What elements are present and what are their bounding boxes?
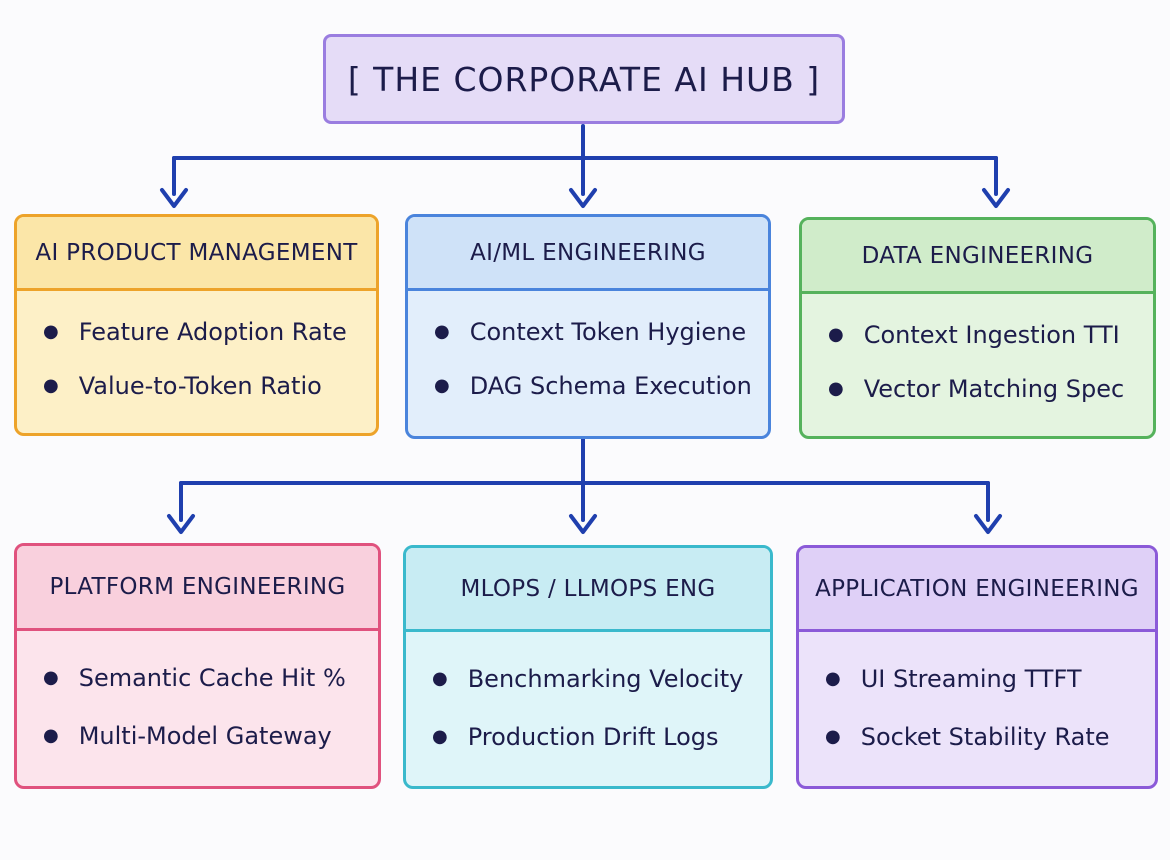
bullet-icon: ●	[825, 668, 841, 689]
list-item-text: Vector Matching Spec	[863, 375, 1125, 403]
list-item: ● UI Streaming TTFT	[825, 650, 1139, 708]
card-body: ● Benchmarking Velocity ● Production Drift…	[406, 632, 770, 766]
card-title: DATA ENGINEERING	[861, 242, 1094, 269]
card-data-engineering: DATA ENGINEERING ● Context Ingestion TTI …	[799, 217, 1156, 439]
bullet-icon: ●	[434, 321, 450, 342]
bullet-icon: ●	[432, 726, 448, 747]
card-body: ● Feature Adoption Rate ● Value-to-Token R…	[17, 291, 376, 413]
list-item: ● Benchmarking Velocity	[432, 650, 754, 708]
root-node: [ THE CORPORATE AI HUB ]	[323, 34, 845, 124]
list-item-text: DAG Schema Execution	[469, 372, 752, 400]
card-ai-ml-engineering: AI/ML ENGINEERING ● Context Token Hygiene…	[405, 214, 771, 439]
list-item-text: Context Ingestion TTI	[863, 321, 1120, 349]
card-platform-engineering: PLATFORM ENGINEERING ● Semantic Cache Hit…	[14, 543, 381, 789]
bullet-icon: ●	[825, 726, 841, 747]
bullet-icon: ●	[432, 668, 448, 689]
arrowhead-application-engineering	[974, 514, 1002, 534]
list-item-text: Feature Adoption Rate	[78, 318, 347, 346]
card-mlops-llmops-eng: MLOPS / LLMOPS ENG ● Benchmarking Velocit…	[403, 545, 773, 789]
list-item: ● Vector Matching Spec	[828, 362, 1137, 416]
card-title: AI PRODUCT MANAGEMENT	[35, 239, 358, 266]
list-item: ● Context Token Hygiene	[434, 305, 752, 359]
arrowhead-mlops-llmops-eng	[569, 514, 597, 534]
card-header: AI PRODUCT MANAGEMENT	[17, 217, 376, 291]
arrowhead-ai-ml-engineering	[569, 188, 597, 208]
list-item-text: UI Streaming TTFT	[860, 665, 1082, 693]
card-header: MLOPS / LLMOPS ENG	[406, 548, 770, 632]
card-body: ● Semantic Cache Hit % ● Multi-Model Gatew…	[17, 631, 378, 765]
list-item-text: Benchmarking Velocity	[467, 665, 744, 693]
card-body: ● Context Token Hygiene ● DAG Schema Execu…	[408, 291, 768, 413]
list-item-text: Production Drift Logs	[467, 723, 719, 751]
card-title: MLOPS / LLMOPS ENG	[460, 575, 716, 602]
bullet-icon: ●	[43, 725, 59, 746]
card-header: PLATFORM ENGINEERING	[17, 546, 378, 631]
root-title: [ THE CORPORATE AI HUB ]	[347, 59, 821, 99]
bullet-icon: ●	[434, 375, 450, 396]
bullet-icon: ●	[828, 378, 844, 399]
card-title: APPLICATION ENGINEERING	[815, 575, 1139, 602]
card-ai-product-management: AI PRODUCT MANAGEMENT ● Feature Adoption …	[14, 214, 379, 436]
card-header: AI/ML ENGINEERING	[408, 217, 768, 291]
list-item-text: Socket Stability Rate	[860, 723, 1110, 751]
list-item: ● DAG Schema Execution	[434, 359, 752, 413]
arrowhead-platform-engineering	[167, 514, 195, 534]
bullet-icon: ●	[43, 375, 59, 396]
list-item-text: Context Token Hygiene	[469, 318, 747, 346]
card-header: DATA ENGINEERING	[802, 220, 1153, 294]
list-item-text: Multi-Model Gateway	[78, 722, 332, 750]
card-header: APPLICATION ENGINEERING	[799, 548, 1155, 632]
list-item: ● Context Ingestion TTI	[828, 308, 1137, 362]
list-item-text: Value-to-Token Ratio	[78, 372, 322, 400]
card-title: PLATFORM ENGINEERING	[49, 574, 346, 600]
arrowhead-ai-product-management	[160, 188, 188, 208]
card-body: ● Context Ingestion TTI ● Vector Matching …	[802, 294, 1153, 416]
arrowhead-data-engineering	[982, 188, 1010, 208]
bullet-icon: ●	[828, 324, 844, 345]
bullet-icon: ●	[43, 667, 59, 688]
list-item-text: Semantic Cache Hit %	[78, 664, 346, 692]
list-item: ● Semantic Cache Hit %	[43, 649, 362, 707]
list-item: ● Socket Stability Rate	[825, 708, 1139, 766]
list-item: ● Value-to-Token Ratio	[43, 359, 360, 413]
card-application-engineering: APPLICATION ENGINEERING ● UI Streaming TT…	[796, 545, 1158, 789]
list-item: ● Production Drift Logs	[432, 708, 754, 766]
card-body: ● UI Streaming TTFT ● Socket Stability Rat…	[799, 632, 1155, 766]
list-item: ● Multi-Model Gateway	[43, 707, 362, 765]
bullet-icon: ●	[43, 321, 59, 342]
list-item: ● Feature Adoption Rate	[43, 305, 360, 359]
card-title: AI/ML ENGINEERING	[470, 239, 706, 266]
